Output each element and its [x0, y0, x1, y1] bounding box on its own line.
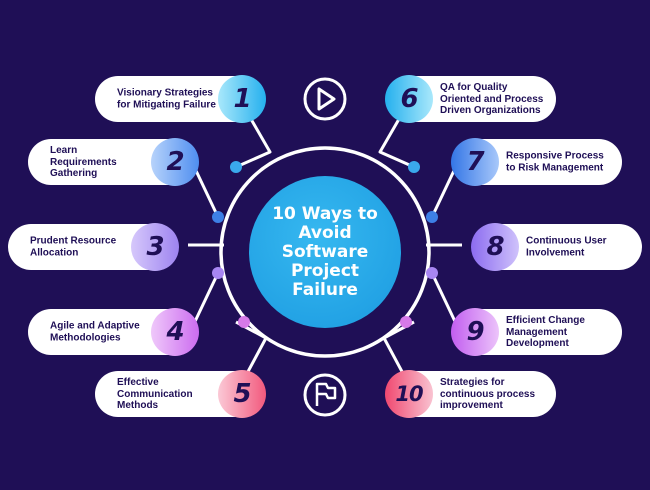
step-label: Prudent Resource Allocation	[30, 235, 117, 259]
step-number-badge: 5	[218, 370, 266, 418]
connector-dot	[238, 316, 250, 328]
flag-icon	[303, 373, 347, 417]
step-number-badge: 10	[385, 370, 433, 418]
connector-dot	[230, 161, 242, 173]
connector-dot	[426, 211, 438, 223]
step-label: Continuous User Involvement	[526, 235, 607, 259]
step-number-badge: 4	[151, 308, 199, 356]
step-number-badge: 3	[131, 223, 179, 271]
step-number-badge: 1	[218, 75, 266, 123]
step-number-badge: 9	[451, 308, 499, 356]
step-number-badge: 7	[451, 138, 499, 186]
step-label: Responsive Process to Risk Management	[506, 150, 604, 174]
diagram-title: 10 Ways to Avoid Software Project Failur…	[272, 203, 378, 300]
step-3-card: Prudent Resource Allocation 3	[8, 223, 179, 271]
connector-dot	[212, 211, 224, 223]
connector-dot	[426, 267, 438, 279]
connector-dot	[408, 161, 420, 173]
step-label: QA for Quality Oriented and Process Driv…	[440, 81, 544, 116]
step-label: Efficient Change Management Development	[506, 314, 585, 349]
step-number-badge: 2	[151, 138, 199, 186]
step-label: Learn Requirements Gathering	[50, 144, 117, 179]
step-4-card: Agile and Adaptive Methodologies 4	[28, 308, 199, 356]
step-label: Agile and Adaptive Methodologies	[50, 320, 140, 344]
step-2-card: Learn Requirements Gathering 2	[28, 138, 199, 186]
connector-dot	[212, 267, 224, 279]
play-icon	[303, 77, 347, 121]
step-10-card: 10 Strategies for continuous process imp…	[385, 370, 556, 418]
step-5-card: Effective Communication Methods 5	[95, 370, 266, 418]
step-1-card: Visionary Strategies for Mitigating Fail…	[95, 75, 266, 123]
center-circle: 10 Ways to Avoid Software Project Failur…	[249, 176, 401, 328]
step-label: Effective Communication Methods	[117, 376, 193, 411]
step-6-card: 6 QA for Quality Oriented and Process Dr…	[385, 75, 556, 123]
connector-dot	[400, 316, 412, 328]
step-7-card: 7 Responsive Process to Risk Management	[451, 138, 622, 186]
step-8-card: 8 Continuous User Involvement	[471, 223, 642, 271]
outer-ring	[219, 146, 431, 358]
step-number-badge: 8	[471, 223, 519, 271]
step-9-card: 9 Efficient Change Management Developmen…	[451, 308, 622, 356]
step-label: Visionary Strategies for Mitigating Fail…	[117, 87, 216, 111]
step-number-badge: 6	[385, 75, 433, 123]
step-label: Strategies for continuous process improv…	[440, 376, 536, 411]
